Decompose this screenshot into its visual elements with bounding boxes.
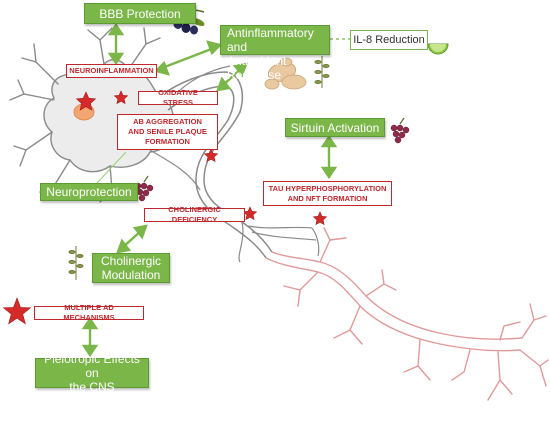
ab-aggregation-label-line2: AND SENILE PLAQUE <box>128 127 207 136</box>
il8-reduction-box: IL-8 Reduction <box>350 30 428 50</box>
star-icon <box>242 206 258 221</box>
tau-hyperphosphorylation-box: TAU HYPERPHOSPHORYLATION AND NFT FORMATI… <box>263 181 392 206</box>
pleiotropic-effects-box: Pleiotropic Effects on the CNS <box>35 352 149 394</box>
oxidative-stress-box: OXIDATIVE STRESS <box>138 88 218 107</box>
ab-aggregation-box: AB AGGREGATION AND SENILE PLAQUE FORMATI… <box>117 114 218 150</box>
neuroprotection-link <box>95 151 127 185</box>
thyme-icon <box>314 56 330 88</box>
grape-icon <box>390 117 410 144</box>
cholinergic-deficiency-label: CHOLINERGIC DEFICIENCY <box>168 205 221 224</box>
bbb-protection-box: BBB Protection <box>84 3 196 24</box>
ginger-icon <box>264 57 307 90</box>
antiinflammatory-label-line2: Antioxidant Response <box>227 54 287 82</box>
tau-label-line1: TAU HYPERPHOSPHORYLATION <box>268 183 387 193</box>
cholinergic-modulation-label-line1: Cholinergic <box>100 254 162 268</box>
star-icon <box>312 211 328 226</box>
neuroinflammation-box: NEUROINFLAMMATION <box>66 64 157 78</box>
star-icon <box>113 90 129 105</box>
star-icon <box>203 148 219 163</box>
star-icon <box>2 297 32 325</box>
multiple-ad-mechanisms-box: MULTIPLE AD MECHANISMS <box>34 303 144 322</box>
lime-icon <box>427 43 449 55</box>
pleiotropic-effects-label-line2: the CNS <box>69 380 115 394</box>
sirtuin-activation-label: Sirtuin Activation <box>290 120 380 135</box>
cholinergic-modulation-label-line2: Modulation <box>101 268 161 282</box>
sirtuin-activation-box: Sirtuin Activation <box>285 118 385 137</box>
connector-arrows <box>81 22 338 358</box>
thyme-icon <box>68 246 84 280</box>
axon-terminal <box>265 227 549 401</box>
pleiotropic-effects-label-line1: Pleiotropic Effects on <box>44 352 140 380</box>
mechanism-stars <box>2 90 328 325</box>
antiinflammatory-box: Antinflammatory and Antioxidant Response <box>220 25 330 82</box>
star-icon <box>75 91 97 111</box>
ab-aggregation-label-line3: FORMATION <box>145 137 190 146</box>
il8-reduction-label: IL-8 Reduction <box>353 34 425 46</box>
oxidative-stress-label: OXIDATIVE STRESS <box>158 88 198 107</box>
bbb-protection-label: BBB Protection <box>99 6 181 21</box>
ab-aggregation-label-line1: AB AGGREGATION <box>133 117 202 126</box>
cholinergic-modulation-box: Cholinergic Modulation <box>92 253 170 283</box>
tau-label-line2: AND NFT FORMATION <box>287 193 368 203</box>
neuroprotection-box: Neuroprotection <box>40 183 138 201</box>
neuroprotection-label: Neuroprotection <box>46 185 132 199</box>
multiple-ad-mechanisms-label: MULTIPLE AD MECHANISMS <box>63 303 115 322</box>
neuroinflammation-label: NEUROINFLAMMATION <box>69 66 154 75</box>
antiinflammatory-label-line1: Antinflammatory and <box>227 26 314 54</box>
grape-icon <box>134 175 154 202</box>
cholinergic-deficiency-box: CHOLINERGIC DEFICIENCY <box>144 205 245 224</box>
